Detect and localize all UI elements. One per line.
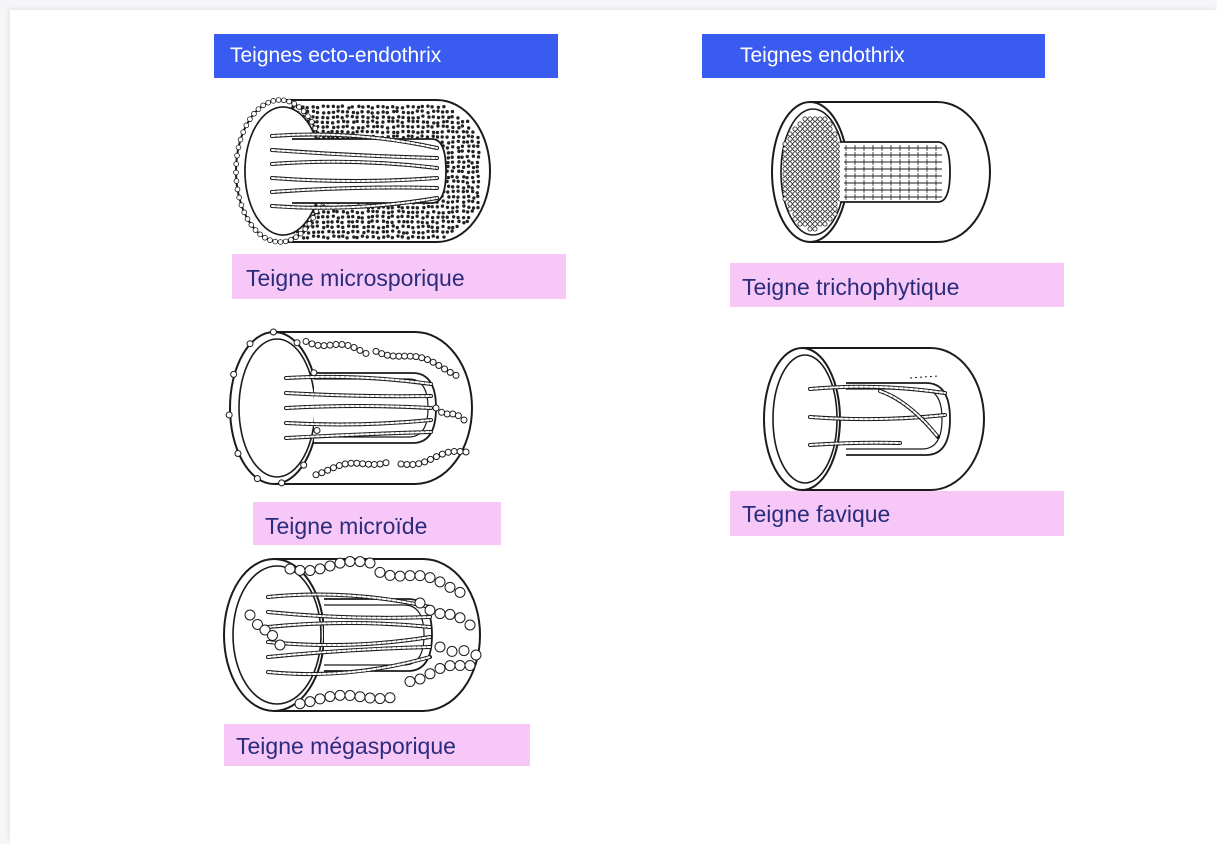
hair-shaft-favic-hyphae-icon (760, 344, 988, 494)
caption-microsporique: Teigne microsporique (232, 254, 566, 299)
header-ecto-endothrix: Teignes ecto-endothrix (214, 34, 558, 78)
hair-shaft-large-spore-chains-icon (220, 555, 484, 715)
caption-favique: Teigne favique (730, 491, 1064, 536)
hair-shaft-small-spore-chains-icon (226, 328, 476, 488)
caption-microide: Teigne microïde (253, 502, 501, 545)
slide: Teignes ecto-endothrix Teignes endothrix… (10, 10, 1217, 844)
caption-trichophytique: Teigne trichophytique (730, 263, 1064, 307)
caption-megasporique: Teigne mégasporique (224, 724, 530, 766)
hair-shaft-internal-spores-icon (768, 98, 994, 246)
header-endothrix: Teignes endothrix (702, 34, 1045, 78)
hair-shaft-dense-spore-sheath-icon (232, 96, 494, 246)
